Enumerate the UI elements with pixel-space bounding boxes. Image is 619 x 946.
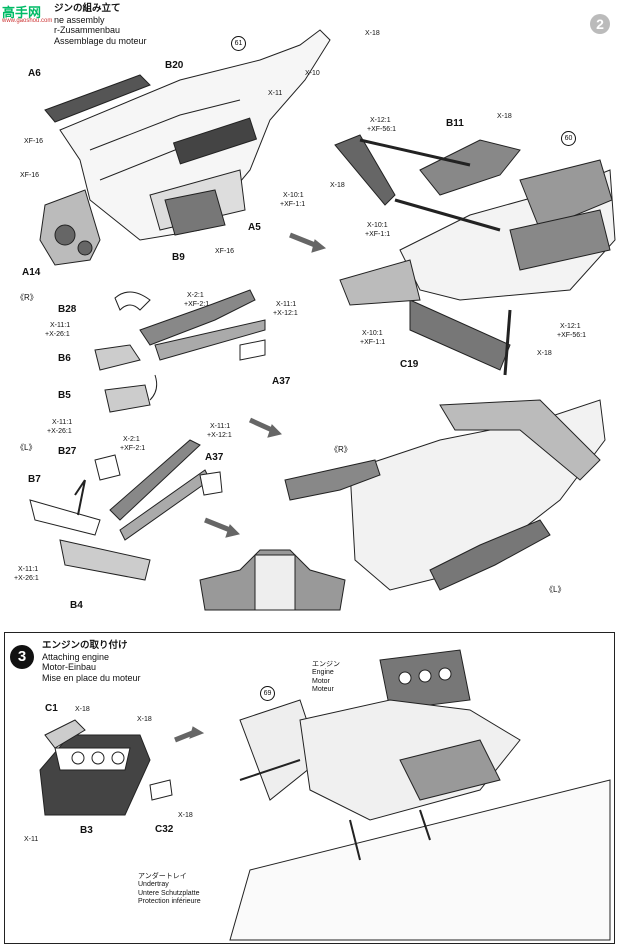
label-B20: B20	[165, 60, 184, 71]
label-X18b: X-18	[497, 113, 512, 120]
label-C1: C1	[45, 703, 58, 714]
label-A37a: A37	[272, 376, 291, 387]
label-R1: 《R》	[16, 293, 38, 302]
step-3-header: エンジンの取り付け Attaching engine Motor-Einbau …	[42, 640, 141, 683]
label-X11e: X-11:1	[210, 423, 231, 430]
label-XF56b: +XF-56:1	[557, 332, 586, 339]
engine-label-jp: エンジン	[312, 661, 340, 668]
step-2-title-en: ne assembly	[54, 14, 105, 25]
label-B7: B7	[28, 474, 41, 485]
label-XF1a: +XF-1:1	[280, 201, 306, 208]
label-B27: B27	[58, 446, 77, 457]
label-X12XF56: X-12:1	[370, 117, 391, 124]
label-B11: B11	[446, 118, 464, 129]
callout-61: 61	[231, 36, 246, 51]
step-2-title-de: r-Zusammenbau	[54, 25, 121, 36]
label-A14: A14	[22, 267, 41, 278]
callout-69: 69	[260, 686, 275, 701]
label-XF1b: +XF-1:1	[365, 231, 391, 238]
step-2-number: 2	[590, 14, 610, 34]
undertray-label-jp: アンダートレイ	[138, 873, 187, 880]
label-C32: C32	[155, 824, 174, 835]
watermark-url: www.gaoshou.com	[2, 18, 53, 24]
label-B5: B5	[58, 390, 71, 401]
label-X11g: X-11	[24, 836, 39, 843]
label-X11b: X-11:1	[276, 301, 297, 308]
label-X11a: X-11	[268, 90, 283, 97]
watermark-logo: 高手网	[2, 5, 42, 20]
label-X18a: X-18	[365, 30, 380, 37]
label-X18g: X-18	[178, 812, 193, 819]
label-A37b: A37	[205, 452, 224, 463]
label-X10: X-10	[305, 70, 320, 77]
label-X10c: X-10:1	[362, 330, 383, 337]
label-X2a: X-2:1	[187, 292, 204, 299]
step-3-panel	[4, 632, 615, 944]
label-XF2b: +XF-2:1	[120, 445, 146, 452]
label-X26b: +X-26:1	[47, 428, 72, 435]
label-XF2a: +XF-2:1	[184, 301, 210, 308]
label-X18d: X-18	[537, 350, 552, 357]
label-XF16c: XF-16	[215, 248, 235, 255]
engine-label: エンジン Engine Motor Moteur	[312, 661, 340, 695]
label-X11c: X-11:1	[50, 322, 71, 329]
undertray-label: アンダートレイ Undertray Untere Schutzplatte Pr…	[138, 873, 201, 907]
step-3-title-fr: Mise en place du moteur	[42, 672, 141, 683]
undertray-label-de: Untere Schutzplatte	[138, 889, 200, 897]
label-B28: B28	[58, 304, 77, 315]
callout-60: 60	[561, 131, 576, 146]
label-L1: 《L》	[16, 443, 37, 452]
label-X12c: +X-12:1	[273, 310, 298, 317]
step-3-title-en: Attaching engine	[42, 651, 110, 662]
label-X18f: X-18	[137, 716, 152, 723]
label-X18e: X-18	[75, 706, 90, 713]
label-A5: A5	[248, 222, 261, 233]
label-X12b: X-12:1	[560, 323, 581, 330]
label-XF1c: +XF-1:1	[360, 339, 386, 346]
label-L2: 《L》	[545, 585, 566, 594]
label-X2b: X-2:1	[123, 436, 140, 443]
label-X12d: +X-12:1	[207, 432, 232, 439]
label-X10b: X-10:1	[367, 222, 388, 229]
engine-label-en: Engine	[312, 669, 334, 677]
label-XF16b: XF-16	[20, 172, 40, 179]
step-3-number: 3	[10, 645, 34, 669]
engine-label-de: Motor	[312, 677, 330, 685]
label-X26c: +X-26:1	[14, 575, 39, 582]
label-B9: B9	[172, 252, 185, 263]
label-C19: C19	[400, 359, 419, 370]
label-X26a: +X-26:1	[45, 331, 70, 338]
label-B6: B6	[58, 353, 71, 364]
label-XF56: +XF-56:1	[367, 126, 396, 133]
undertray-label-fr: Protection inférieure	[138, 898, 201, 906]
label-A6: A6	[28, 68, 41, 79]
undertray-label-en: Undertray	[138, 881, 169, 889]
label-R2: 《R》	[330, 445, 352, 454]
engine-label-fr: Moteur	[312, 686, 334, 694]
step-2-title-jp: ジンの組み立て	[54, 3, 121, 14]
step-2-header: ジンの組み立て ne assembly r-Zusammenbau Assemb…	[54, 3, 147, 46]
step-2-title-fr: Assemblage du moteur	[54, 35, 147, 46]
label-X10XF1: X-10:1	[283, 192, 304, 199]
label-X18c: X-18	[330, 182, 345, 189]
label-B3: B3	[80, 825, 93, 836]
label-X11d: X-11:1	[52, 419, 73, 426]
label-B4: B4	[70, 600, 83, 611]
step-3-title-de: Motor-Einbau	[42, 662, 97, 673]
label-X11f: X-11:1	[18, 566, 39, 573]
step-3-title-jp: エンジンの取り付け	[42, 640, 128, 651]
label-XF16a: XF-16	[24, 138, 44, 145]
